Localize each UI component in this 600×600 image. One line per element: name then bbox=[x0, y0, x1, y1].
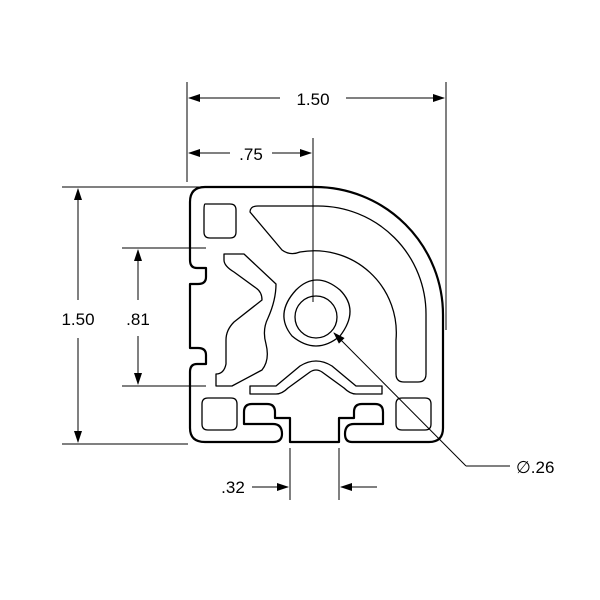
profile-outer-contour bbox=[188, 185, 445, 444]
dimension-text-slot-width: .32 bbox=[221, 478, 245, 497]
lower-web bbox=[249, 360, 383, 395]
dimension-half-width: .75 bbox=[188, 138, 314, 302]
dimension-slot-spacing: .81 bbox=[122, 247, 206, 387]
dimension-overall-width: 1.50 bbox=[186, 82, 447, 330]
pocket-upper-left bbox=[203, 203, 237, 239]
pocket-lower-left bbox=[201, 397, 238, 431]
dimension-slot-width: .32 bbox=[221, 448, 377, 500]
dimension-overall-height: 1.50 bbox=[61, 186, 200, 445]
extrusion-profile bbox=[188, 185, 445, 444]
inner-web bbox=[215, 253, 277, 387]
dimension-text-overall-width: 1.50 bbox=[296, 90, 329, 109]
center-bore bbox=[294, 295, 338, 339]
central-hub bbox=[283, 279, 351, 347]
dimension-text-slot-spacing: .81 bbox=[126, 310, 150, 329]
pocket-arc bbox=[249, 205, 427, 383]
dimension-text-half-width: .75 bbox=[239, 145, 263, 164]
dimension-text-overall-height: 1.50 bbox=[61, 310, 94, 329]
pocket-lower-right bbox=[395, 397, 432, 431]
dimension-center-bore: ∅.26 bbox=[333, 332, 554, 477]
dimension-text-center-bore: ∅.26 bbox=[516, 458, 554, 477]
